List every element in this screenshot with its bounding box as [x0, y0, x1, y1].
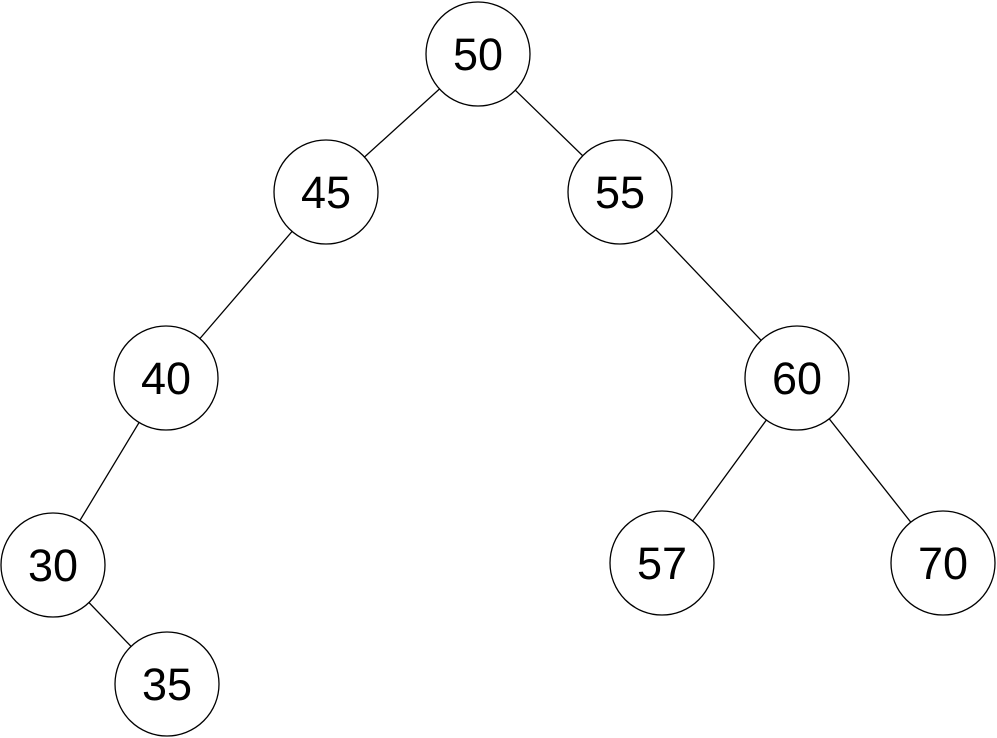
node-circle	[567, 139, 673, 245]
node-circle	[744, 325, 850, 431]
node-label: 55	[595, 167, 645, 218]
node-label: 70	[918, 538, 968, 589]
tree-node-55: 55	[567, 139, 673, 245]
tree-node-45: 45	[273, 139, 379, 245]
node-label: 60	[772, 353, 822, 404]
node-label: 30	[28, 540, 78, 591]
node-circle	[425, 1, 531, 107]
tree-node-30: 30	[0, 512, 106, 618]
node-label: 50	[453, 29, 503, 80]
node-label: 35	[142, 659, 192, 710]
node-circle	[114, 631, 220, 737]
tree-node-57: 57	[609, 510, 715, 616]
node-label: 40	[141, 353, 191, 404]
node-circle	[273, 139, 379, 245]
node-circle	[113, 325, 219, 431]
node-label: 45	[301, 167, 351, 218]
node-circle	[890, 510, 996, 616]
tree-node-50: 50	[425, 1, 531, 107]
node-label: 57	[637, 538, 687, 589]
tree-node-40: 40	[113, 325, 219, 431]
node-circle	[0, 512, 106, 618]
tree-node-70: 70	[890, 510, 996, 616]
tree-node-60: 60	[744, 325, 850, 431]
tree-node-35: 35	[114, 631, 220, 737]
node-circle	[609, 510, 715, 616]
